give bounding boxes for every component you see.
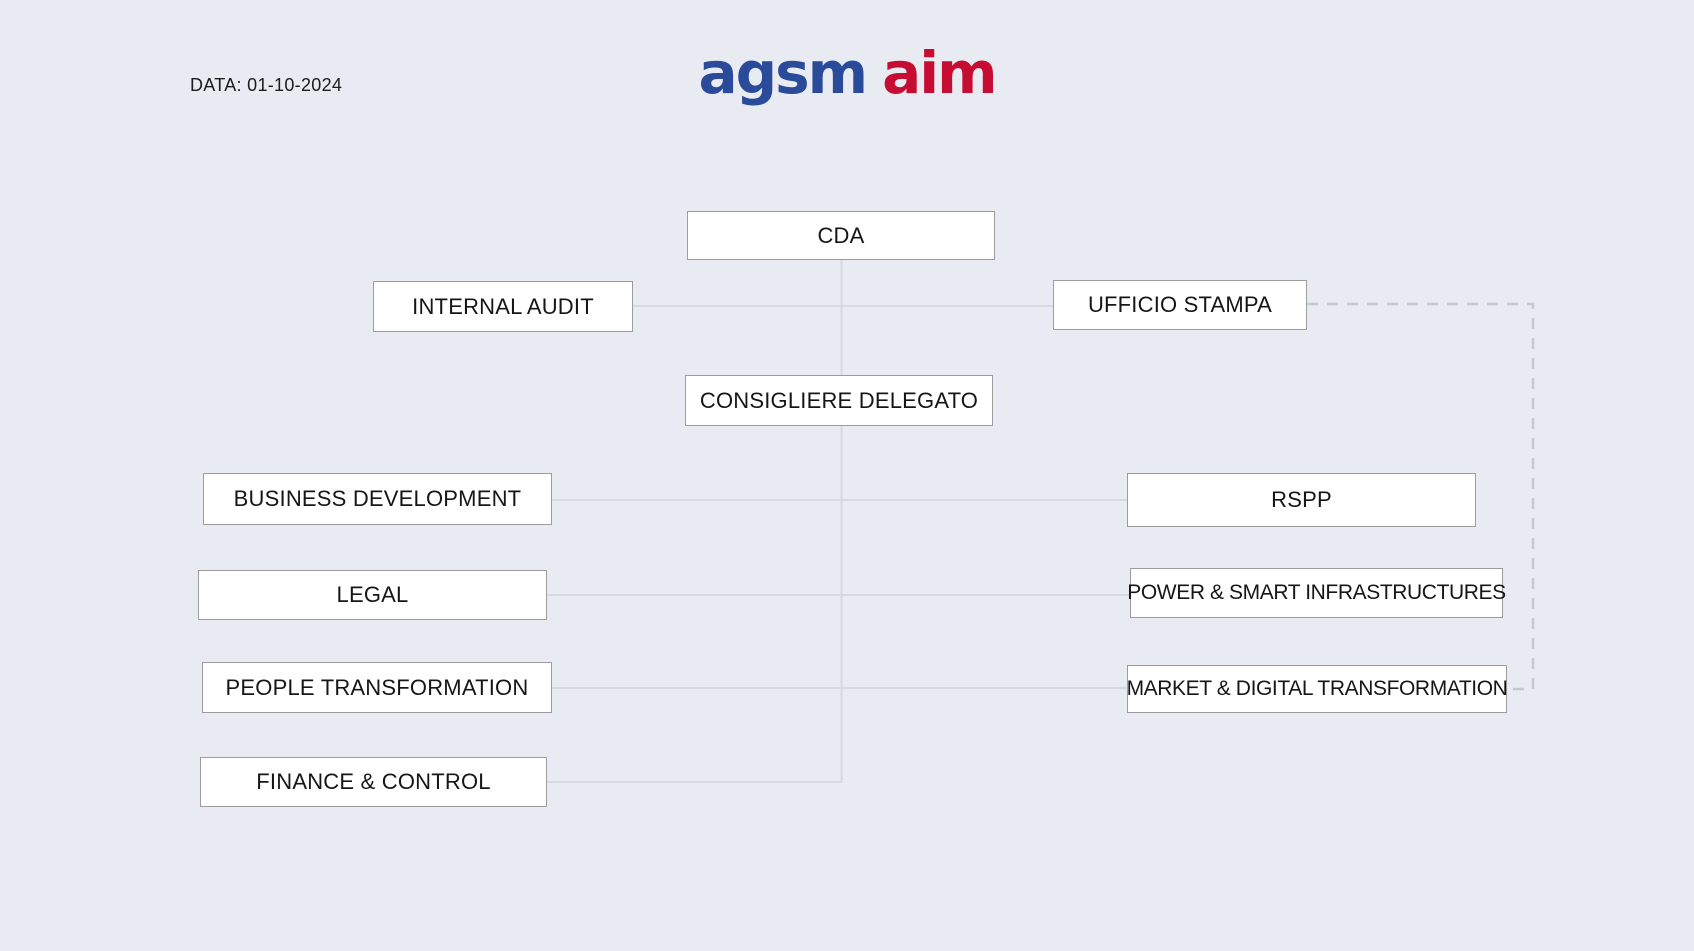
node-label: LEGAL <box>336 582 409 607</box>
logo-aim-text: aim <box>882 39 997 107</box>
node-label: MARKET & DIGITAL TRANSFORMATION <box>1126 677 1508 700</box>
date-label: DATA: 01-10-2024 <box>190 75 343 95</box>
node-consigliere-delegato: CONSIGLIERE DELEGATO <box>685 375 993 426</box>
node-label: FINANCE & CONTROL <box>256 769 491 794</box>
node-label: INTERNAL AUDIT <box>412 293 594 319</box>
node-label: CONSIGLIERE DELEGATO <box>699 387 979 413</box>
node-rspp: RSPP <box>1127 473 1476 527</box>
node-label: UFFICIO STAMPA <box>1087 292 1273 317</box>
node-label: POWER & SMART INFRASTRUCTURES <box>1127 581 1506 604</box>
node-ufficio-stampa: UFFICIO STAMPA <box>1053 280 1307 330</box>
node-power-smart-infrastructures: POWER & SMART INFRASTRUCTURES <box>1127 568 1506 618</box>
node-label: RSPP <box>1271 487 1332 512</box>
node-label: CDA <box>817 222 865 248</box>
node-cda: CDA <box>687 211 995 260</box>
node-people-transformation: PEOPLE TRANSFORMATION <box>202 662 552 713</box>
edge-dashed-ufficiostampa-market <box>1307 302 1535 691</box>
node-label: BUSINESS DEVELOPMENT <box>233 486 522 511</box>
node-finance-control: FINANCE & CONTROL <box>200 757 547 807</box>
node-market-digital-transformation: MARKET & DIGITAL TRANSFORMATION <box>1126 665 1508 713</box>
node-label: PEOPLE TRANSFORMATION <box>225 674 529 700</box>
node-legal: LEGAL <box>198 570 547 620</box>
node-internal-audit: INTERNAL AUDIT <box>373 281 633 332</box>
node-business-development: BUSINESS DEVELOPMENT <box>203 473 552 525</box>
logo-agsm-text: agsm <box>698 39 868 107</box>
